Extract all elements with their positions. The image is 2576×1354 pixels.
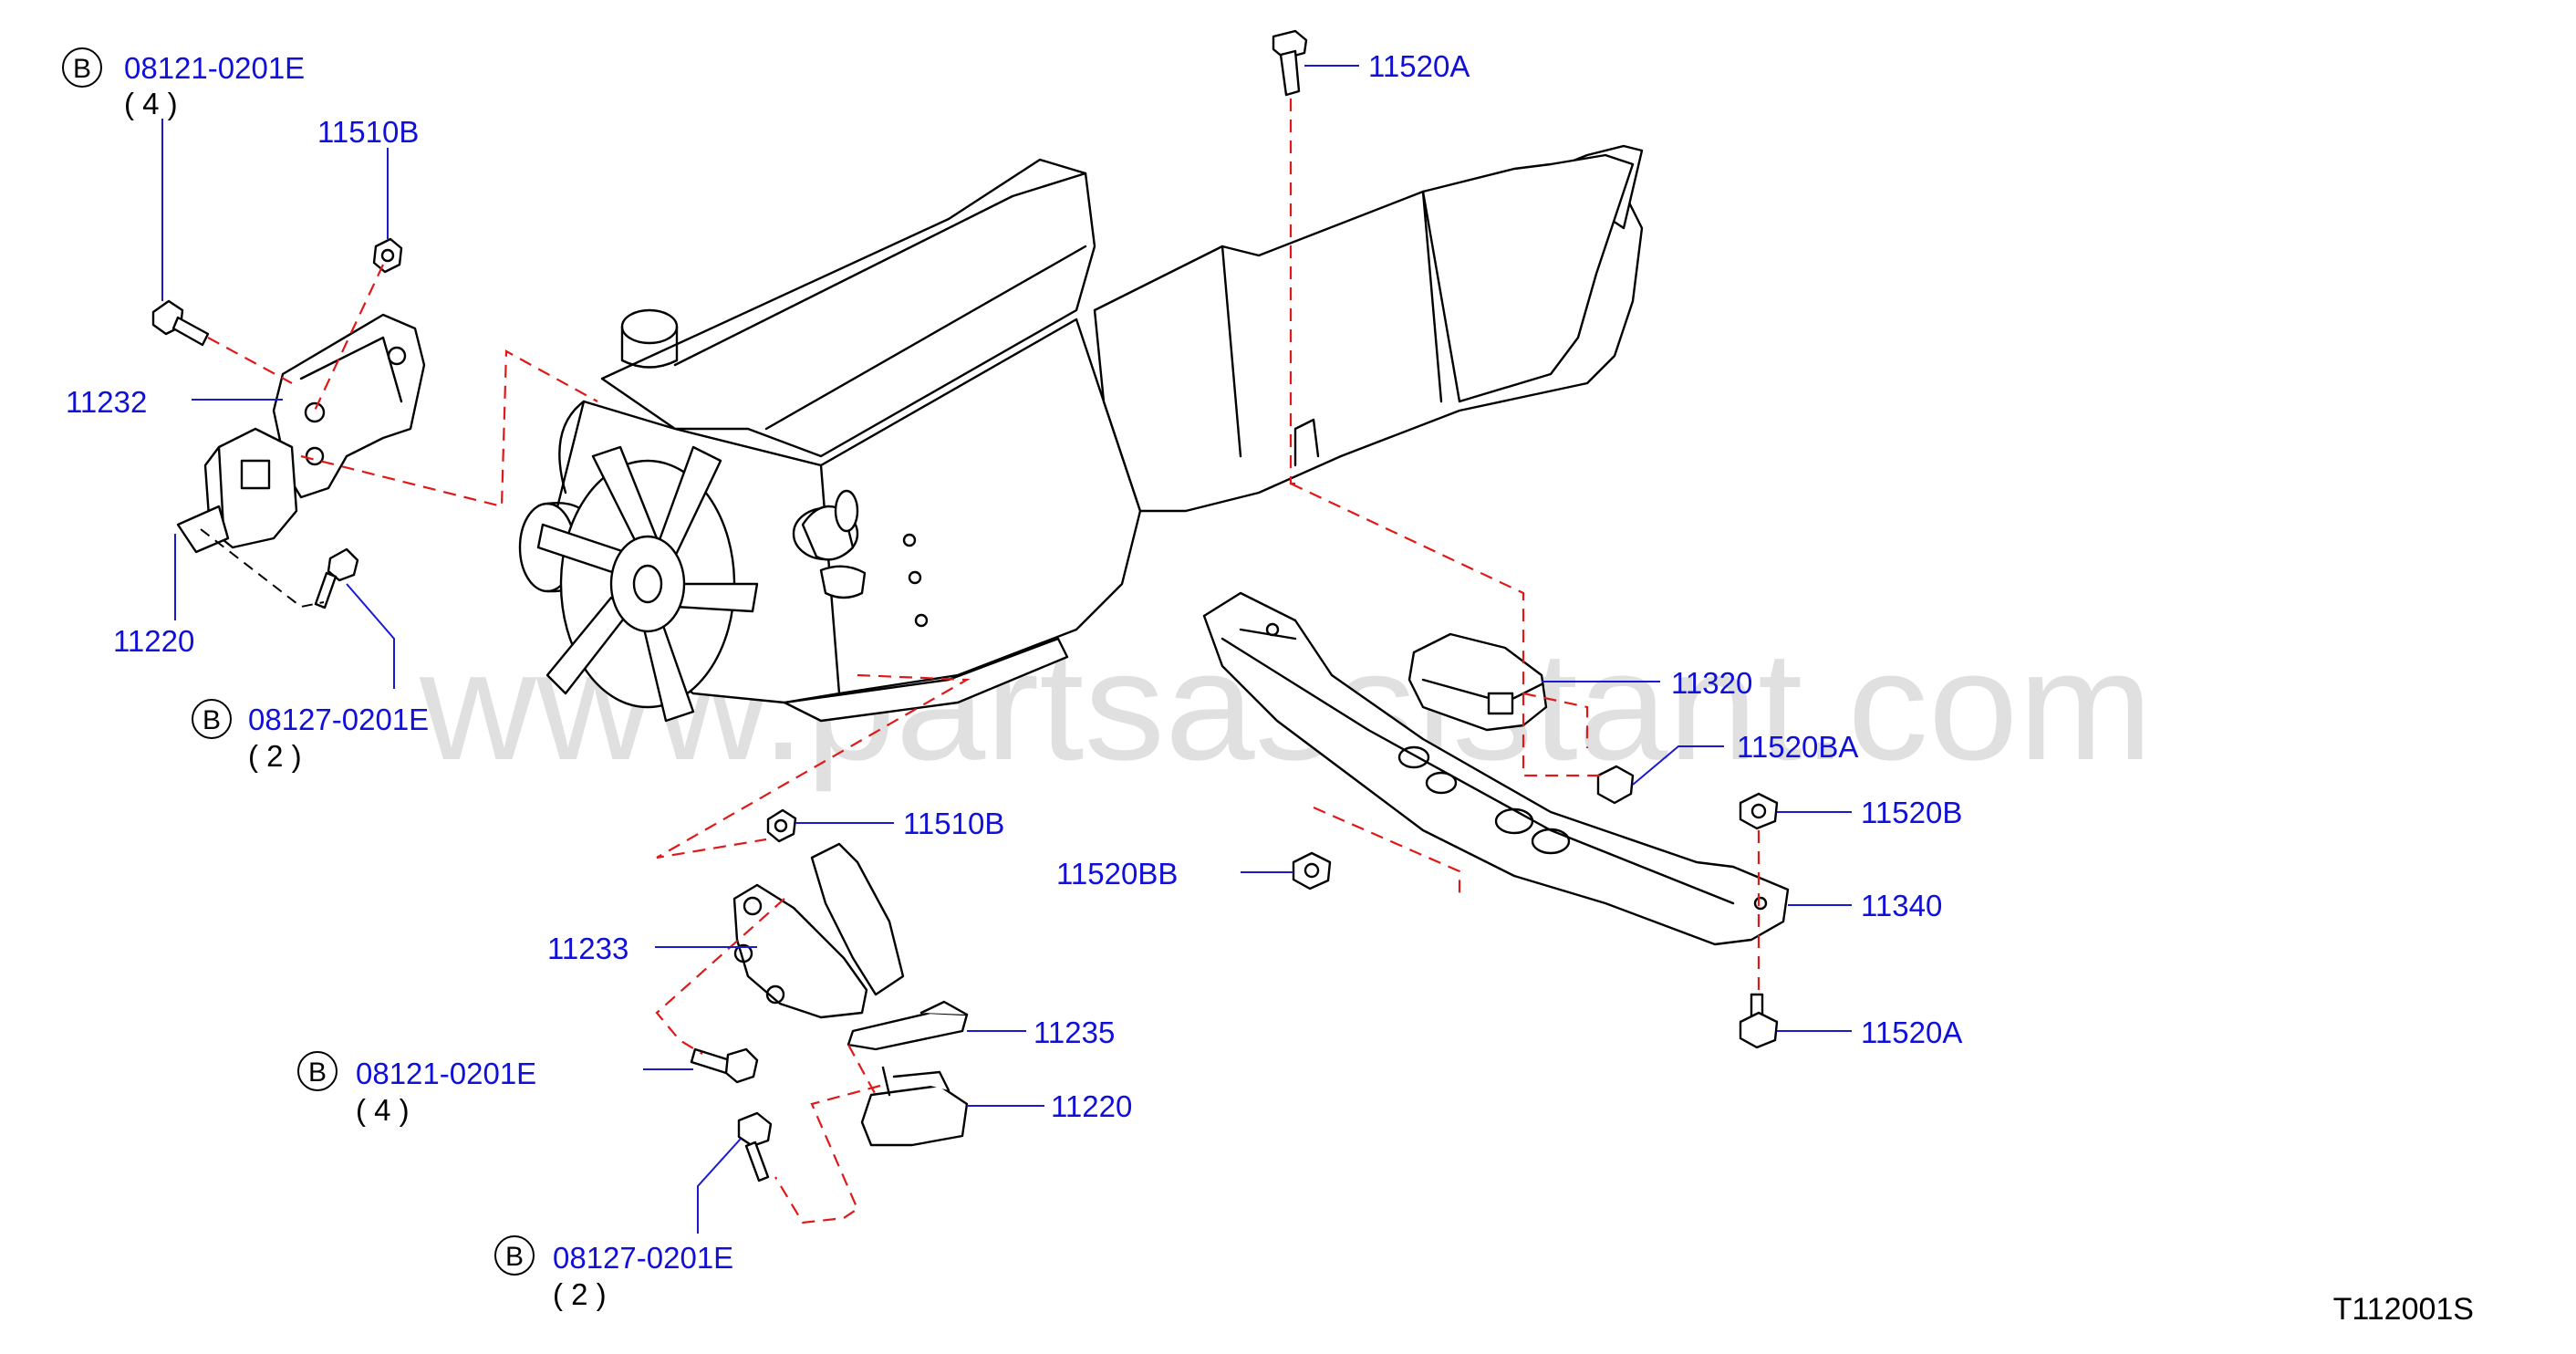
nut-11510b-top-drawing: [372, 237, 403, 274]
part-number[interactable]: 11520BB: [1056, 857, 1178, 891]
part-number[interactable]: 11340: [1861, 889, 1942, 922]
part-number[interactable]: 11220: [113, 624, 194, 658]
part-number[interactable]: 11220: [1051, 1089, 1132, 1123]
callout-bolt-08127-mid[interactable]: B 08127-0201E ( 2 ): [192, 699, 429, 773]
part-number[interactable]: 11510B: [317, 115, 419, 149]
callout-bolt-08121-lower[interactable]: B 08121-0201E ( 4 ): [297, 1051, 536, 1127]
callout-nut-11520bb[interactable]: 11520BB: [1056, 857, 1178, 891]
part-number[interactable]: 08127-0201E: [248, 703, 429, 736]
part-number[interactable]: 11233: [547, 932, 628, 965]
callout-bolt-08121-top[interactable]: B 08121-0201E ( 4 ): [62, 47, 305, 120]
bracket-11232-drawing: [272, 313, 426, 499]
callout-nut-11510b-lower[interactable]: 11510B: [903, 807, 1004, 840]
part-number[interactable]: 11520A: [1861, 1016, 1962, 1049]
part-number[interactable]: 11520A: [1368, 49, 1470, 83]
bolt-11520a-bottom-drawing: [1739, 993, 1779, 1049]
part-number[interactable]: 11320: [1671, 666, 1752, 700]
nut-11520ba-drawing: [1596, 765, 1635, 805]
crossmember-11340-drawing: [1202, 591, 1790, 946]
circle-b-badge: [494, 1235, 535, 1276]
bolt-08127-lower-drawing: [737, 1111, 773, 1182]
part-number[interactable]: 11232: [66, 385, 147, 419]
part-number[interactable]: 08121-0201E: [356, 1057, 536, 1090]
part-number[interactable]: 11235: [1034, 1016, 1115, 1049]
nut-11520bb-drawing: [1292, 851, 1332, 891]
circle-b-letter: B: [505, 1242, 524, 1272]
quantity: ( 4 ): [356, 1093, 410, 1127]
rear-insulator-11320-drawing: [1407, 632, 1548, 732]
callout-bracket-11232[interactable]: 11232: [66, 385, 147, 419]
callout-bolt-11520a-bottom[interactable]: 11520A: [1861, 1016, 1962, 1049]
insulator-11220-left-drawing: [176, 427, 298, 554]
leader-lines: [161, 65, 1852, 1234]
transmission-illustration: [1093, 144, 1644, 513]
quantity: ( 2 ): [248, 739, 302, 773]
callout-bolt-11520a-top[interactable]: 11520A: [1368, 49, 1470, 83]
circle-b-badge: [297, 1051, 338, 1091]
callout-insulator-11220-lower[interactable]: 11220: [1051, 1089, 1132, 1123]
quantity: ( 2 ): [553, 1277, 607, 1311]
bolt-08127-mid-drawing: [314, 547, 359, 609]
quantity: ( 4 ): [124, 87, 178, 120]
part-number[interactable]: 11520BA: [1737, 730, 1858, 764]
callout-insulator-11220-left[interactable]: 11220: [113, 624, 194, 658]
bolt-08121-lower-drawing: [690, 1047, 759, 1084]
callout-nut-11520b[interactable]: 11520B: [1861, 796, 1962, 829]
callout-crossmember-11340[interactable]: 11340: [1861, 889, 1942, 922]
callout-stopper-11235[interactable]: 11235: [1034, 1016, 1115, 1049]
part-number[interactable]: 11520B: [1861, 796, 1962, 829]
callout-bolt-08127-bottom[interactable]: B 08127-0201E ( 2 ): [494, 1235, 733, 1311]
circle-b-letter: B: [308, 1057, 327, 1088]
callout-rear-insulator-11320[interactable]: 11320: [1671, 666, 1752, 700]
callout-nut-11520ba[interactable]: 11520BA: [1737, 730, 1858, 764]
nut-11510b-lower-drawing: [766, 808, 797, 843]
circle-b-badge: [192, 699, 232, 739]
bolt-11520a-top-drawing: [1272, 29, 1308, 97]
engine-illustration: [518, 158, 1142, 723]
bracket-11233-drawing: [732, 842, 905, 1019]
circle-b-badge: [62, 47, 102, 88]
stopper-11235-drawing: [847, 1000, 969, 1051]
circle-b-letter: B: [73, 54, 91, 84]
part-number[interactable]: 11510B: [903, 807, 1004, 840]
circle-b-letter: B: [203, 705, 221, 735]
callout-bracket-11233[interactable]: 11233: [547, 932, 628, 965]
part-number[interactable]: 08121-0201E: [124, 51, 305, 85]
assembly-lines: [200, 99, 1761, 1224]
diagram-code: T112001S: [2333, 1292, 2474, 1327]
insulator-11220-lower-drawing: [860, 1066, 969, 1147]
callout-nut-11510b-top[interactable]: 11510B: [317, 115, 419, 149]
nut-11520b-drawing: [1739, 792, 1779, 830]
part-number[interactable]: 08127-0201E: [553, 1241, 733, 1275]
bolt-08121-top-drawing: [151, 299, 210, 347]
